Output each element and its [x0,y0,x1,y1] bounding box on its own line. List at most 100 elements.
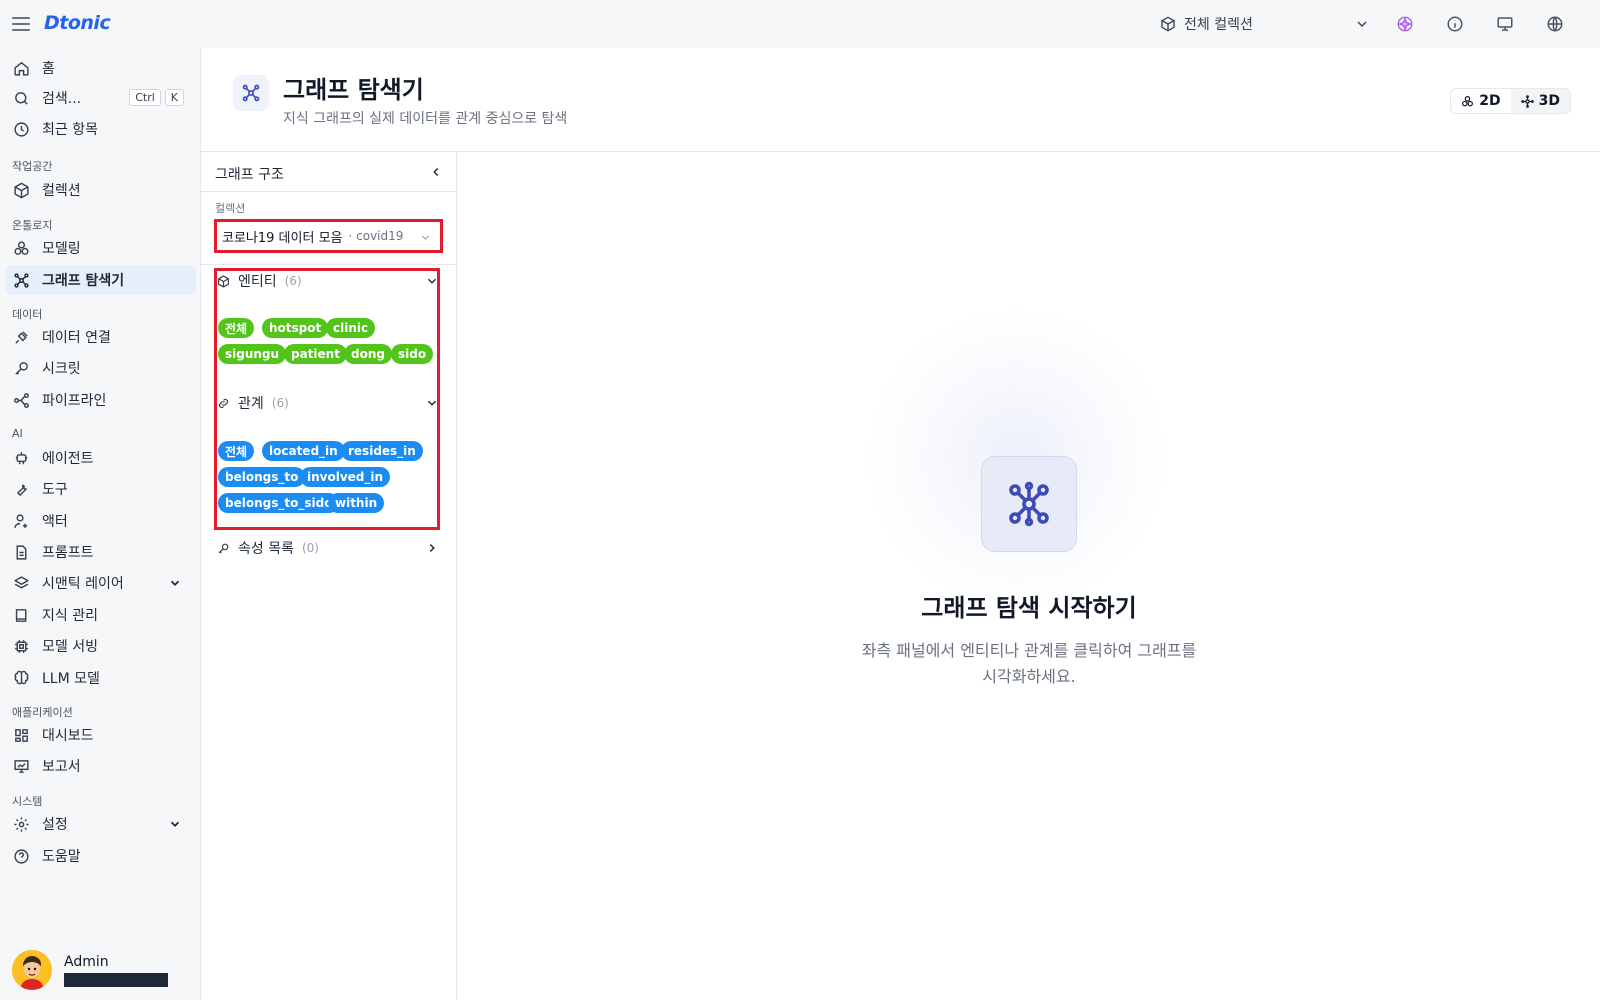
graph-network-icon [14,272,29,288]
panel-title: 그래프 구조 [215,167,284,183]
entity-chip-sigungu[interactable]: sigungu [218,344,287,364]
relation-chip-resides-in[interactable]: resides_in [341,441,423,461]
chevron-down-icon [421,235,430,240]
panel-divider [201,264,457,265]
avatar [12,950,52,990]
properties-section-label: 속성 목록 [238,541,294,557]
relation-chip-belongs-to-sido[interactable]: belongs_to_sido [218,493,340,513]
sidebar-item-dashboard[interactable]: 대시보드 [6,720,196,750]
section-label-ai: AI [12,427,23,440]
sidebar-item-llm-model[interactable]: LLM 모델 [6,663,196,693]
search-icon [15,91,28,105]
key-icon [218,543,229,553]
sidebar-item-label: 액터 [42,514,68,530]
entity-chip-hotspot[interactable]: hotspot [262,318,329,338]
entity-chip-clinic[interactable]: clinic [326,318,376,338]
key-icon [15,361,28,375]
sidebar-item-label: 파이프라인 [42,393,107,409]
home-icon [14,61,29,76]
sidebar-item-label: 그래프 탐색기 [42,273,125,289]
sidebar-item-label: 최근 항목 [42,122,98,138]
sidebar-item-graph-explorer[interactable]: 그래프 탐색기 [6,265,196,295]
sidebar-item-pipeline[interactable]: 파이프라인 [6,385,196,415]
global-collection-select[interactable]: 전체 컬렉션 [1160,10,1370,38]
collection-dropdown[interactable]: 코로나19 데이터 모음 · covid19 [214,219,443,253]
chevron-right-icon [429,543,435,553]
panel-header: 그래프 구조 [201,152,457,192]
graph-structure-panel: 그래프 구조 컬렉션 코로나19 데이터 모음 · covid19 엔티티 (6… [201,152,457,1000]
chevron-left-icon [433,167,439,177]
chevron-down-icon [427,278,437,284]
sidebar-item-label: 시크릿 [42,361,81,377]
brain-icon [14,670,29,684]
sidebar-item-knowledge-management[interactable]: 지식 관리 [6,600,196,630]
global-collection-label: 전체 컬렉션 [1184,17,1253,33]
relation-chip-within[interactable]: within [328,493,385,513]
globe-icon[interactable] [1543,12,1567,36]
sidebar-item-data-connection[interactable]: 데이터 연결 [6,322,196,352]
redacted-email [64,972,168,987]
sidebar-item-help[interactable]: 도움말 [6,841,196,871]
sidebar-item-search[interactable]: 검색... Ctrl K [6,83,196,113]
gear-icon [14,816,29,832]
collapse-panel-button[interactable] [427,163,445,181]
info-icon[interactable] [1443,12,1467,36]
sidebar-item-semantic-layer[interactable]: 시맨틱 레이어 [6,568,196,598]
plug-icon [15,330,28,344]
sidebar-item-actor[interactable]: 액터 [6,506,196,536]
entity-chip-sido[interactable]: sido [391,344,434,364]
properties-section-header[interactable]: 속성 목록 (0) [217,537,439,559]
entities-section-header[interactable]: 엔티티 (6) [217,270,439,292]
cube-icon [1161,16,1175,32]
top-bar: Dtonic 전체 컬렉션 [0,0,1600,48]
sidebar-item-report[interactable]: 보고서 [6,751,196,781]
view-mode-toggle: 2D 3D [1450,88,1571,114]
graph-network-icon [233,75,269,111]
relation-chip-belongs-to[interactable]: belongs_to [218,467,306,487]
chevron-down-icon [170,821,180,827]
app-logo[interactable]: Dtonic [44,12,111,34]
collection-dropdown-id: · covid19 [348,229,404,243]
mode-2d-label: 2D [1479,93,1501,109]
chevron-down-icon [1357,21,1367,27]
modeling-icon [1462,95,1474,106]
menu-toggle-icon[interactable] [12,14,30,34]
entity-chip-all[interactable]: 전체 [218,318,255,338]
sidebar-item-label: 도움말 [42,849,81,865]
entity-chip-patient[interactable]: patient [284,344,347,364]
pipeline-icon [14,392,29,408]
entity-chip-dong[interactable]: dong [344,344,392,364]
sidebar-item-modeling[interactable]: 모델링 [6,233,196,263]
help-icon [14,848,29,864]
sidebar-item-label: 대시보드 [42,728,94,744]
sidebar-item-recent[interactable]: 최근 항목 [6,114,196,144]
sidebar-item-collection[interactable]: 컬렉션 [6,175,196,205]
sidebar-item-model-serving[interactable]: 모델 서빙 [6,631,196,661]
cube-icon [218,274,229,288]
sidebar-item-label: LLM 모델 [42,671,100,687]
sidebar-item-secret[interactable]: 시크릿 [6,353,196,383]
page-title: 그래프 탐색기 [283,76,424,104]
sidebar-item-settings[interactable]: 설정 [6,809,196,839]
relation-chip-involved-in[interactable]: involved_in [300,467,391,487]
mode-2d-button[interactable]: 2D [1451,89,1511,113]
user-profile[interactable]: Admin [12,948,192,992]
ai-sparkle-icon[interactable] [1393,12,1417,36]
presentation-icon [14,759,29,773]
sidebar-item-home[interactable]: 홈 [6,53,196,83]
sidebar-item-agent[interactable]: 에이전트 [6,443,196,473]
relations-section-label: 관계 [238,396,264,412]
relations-section-header[interactable]: 관계 (6) [217,392,439,414]
relation-chip-all[interactable]: 전체 [218,441,255,461]
graph-network-icon [981,456,1077,552]
sidebar-item-label: 시맨틱 레이어 [42,576,124,592]
sidebar-item-label: 에이전트 [42,451,94,467]
sidebar-item-label: 지식 관리 [42,608,98,624]
monitor-icon[interactable] [1493,12,1517,36]
sidebar-item-prompt[interactable]: 프롬프트 [6,537,196,567]
mode-3d-button[interactable]: 3D [1510,89,1570,113]
section-label-system: 시스템 [12,795,43,808]
relation-chip-located-in[interactable]: located_in [262,441,345,461]
empty-state-title: 그래프 탐색 시작하기 [921,594,1137,622]
sidebar-item-tool[interactable]: 도구 [6,474,196,504]
